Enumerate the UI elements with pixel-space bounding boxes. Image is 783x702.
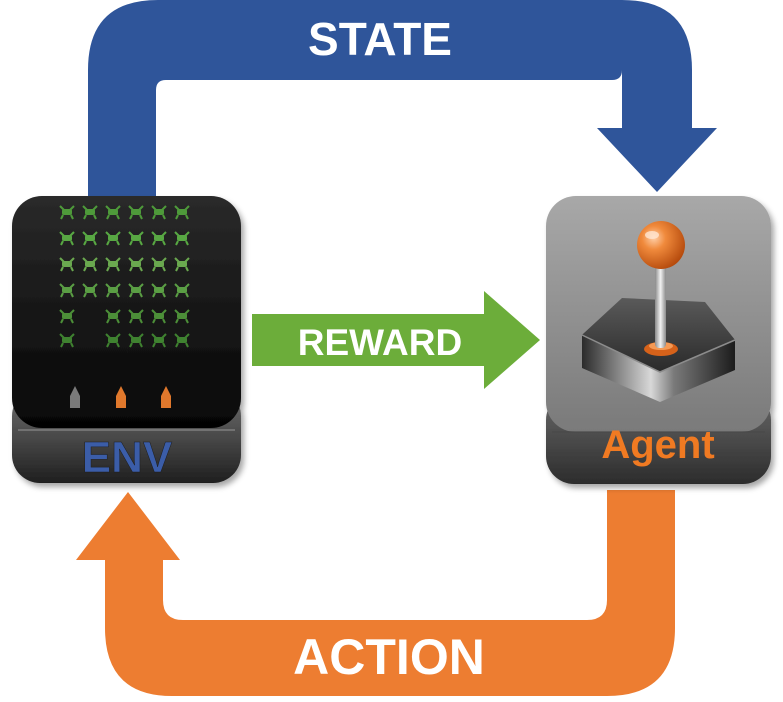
invader-sprite (82, 283, 98, 298)
invader-sprite (151, 231, 167, 246)
invader-sprite (105, 283, 121, 298)
invader-sprite (59, 205, 75, 220)
invader-sprite (151, 283, 167, 298)
invader-sprite (105, 333, 121, 348)
invader-sprite (128, 309, 144, 324)
invader-sprite (59, 231, 75, 246)
invader-sprite (128, 257, 144, 272)
invader-sprite (174, 309, 190, 324)
invader-sprite (128, 283, 144, 298)
player-ship-sprite (116, 386, 126, 408)
action-arrow: ACTION (76, 490, 675, 696)
invader-sprite (151, 309, 167, 324)
invader-sprite (59, 333, 75, 348)
joystick-icon (581, 221, 736, 402)
state-label: STATE (308, 13, 452, 65)
invader-sprite (174, 231, 190, 246)
space-invaders-screen-icon (59, 205, 190, 408)
reward-arrow: REWARD (252, 291, 540, 389)
invader-sprite (151, 333, 167, 348)
player-ship-sprite (161, 386, 171, 408)
invader-sprite (174, 257, 190, 272)
invader-sprite (174, 205, 190, 220)
action-label: ACTION (293, 629, 485, 685)
reward-label: REWARD (298, 322, 462, 363)
env-label: ENV (82, 433, 173, 482)
invader-sprite (105, 257, 121, 272)
invader-sprite (174, 333, 190, 348)
invader-sprite (128, 231, 144, 246)
invader-sprite (174, 283, 190, 298)
env-tile (12, 196, 241, 483)
agent-label: Agent (601, 423, 714, 467)
invader-sprite (151, 257, 167, 272)
player-ship-sprite (70, 386, 80, 408)
invader-sprite (105, 205, 121, 220)
invader-sprite (59, 257, 75, 272)
invader-sprite (105, 309, 121, 324)
invader-sprite (82, 257, 98, 272)
invader-sprite (82, 231, 98, 246)
invader-sprite (128, 205, 144, 220)
state-arrow: STATE (88, 0, 717, 200)
invader-sprite (59, 283, 75, 298)
invader-sprite (128, 333, 144, 348)
invader-sprite (105, 231, 121, 246)
invader-sprite (59, 309, 75, 324)
invader-sprite (82, 205, 98, 220)
invader-sprite (151, 205, 167, 220)
